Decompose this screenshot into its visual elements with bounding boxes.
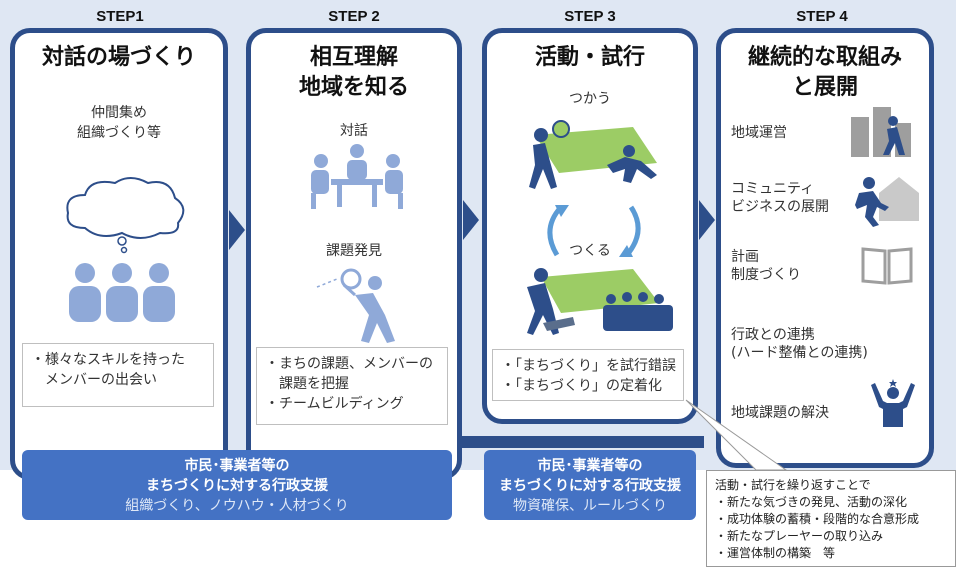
step1-note-line1: ・様々なスキルを持った — [31, 352, 185, 368]
banner2-line1: 市民･事業者等の — [537, 458, 643, 474]
step4-item3-line2: 制度づくり — [731, 267, 801, 283]
buildings-icon — [851, 107, 911, 157]
step1-note-line2: メンバーの出会い — [31, 372, 157, 388]
step4-item2-line2: ビジネスの展開 — [731, 199, 829, 215]
step4-item1: 地域運営 — [731, 125, 787, 141]
step1-sub-line1: 仲間集め — [91, 105, 147, 121]
step4-item4-line2: (ハード整備との連携) — [731, 345, 868, 361]
business-runner-icon — [855, 177, 919, 227]
step1-label: STEP1 — [96, 8, 144, 25]
banner1-line2: まちづくりに対する行政支援 — [146, 478, 328, 494]
celebrating-person-icon — [871, 379, 915, 427]
admin-support-banner-2: 市民･事業者等の まちづくりに対する行政支援 物資確保、ルールづくり — [484, 450, 696, 520]
step2-note-line2: 課題を把握 — [265, 376, 349, 392]
callout-pointer — [685, 399, 788, 471]
step3-note-line1: ・「まちづくり」を試行錯誤 — [501, 358, 676, 374]
step2-title-line1: 相互理解 — [309, 45, 398, 70]
book-icon — [861, 247, 913, 285]
step4-label: STEP 4 — [796, 8, 848, 25]
step1-note: ・様々なスキルを持った メンバーの出会い — [22, 343, 214, 407]
step3-note: ・「まちづくり」を試行錯誤 ・「まちづくり」の定着化 — [492, 349, 684, 401]
step2-title-line2: 地域を知る — [298, 75, 409, 100]
use-space-icon — [529, 120, 657, 189]
step4-item4-line1: 行政との連携 — [731, 327, 815, 343]
step1-panel: 対話の場づくり 仲間集め 組織づくり等 — [10, 28, 228, 480]
banner1-line1: 市民･事業者等の — [184, 458, 290, 474]
step4-panel: 継続的な取組み と展開 地域運営 コミュニティ ビジネスの展開 計画 制度づくり… — [716, 28, 934, 468]
step4-title-line2: と展開 — [791, 75, 858, 100]
step2-note-line1: ・まちの課題、メンバーの — [265, 356, 433, 372]
callout-line4: ・新たなプレーヤーの取り込み — [715, 529, 884, 543]
people-group-icon — [69, 263, 175, 322]
step4-title-line1: 継続的な取組み — [747, 45, 902, 70]
step4-item2-line1: コミュニティ — [731, 181, 815, 197]
arrow-chevron-3 — [699, 200, 715, 240]
step2-note: ・まちの課題、メンバーの 課題を把握 ・チームビルディング — [256, 347, 448, 425]
step3-sub-use: つかう — [569, 91, 611, 107]
step3-note-line2: ・「まちづくり」の定着化 — [501, 378, 662, 394]
step2-note-line3: ・チームビルディング — [265, 396, 404, 412]
repeat-callout: 活動・試行を繰り返すことで ・新たな気づきの発見、活動の深化 ・成功体験の蓄積・… — [706, 470, 956, 567]
callout-line3: ・成功体験の蓄積・段階的な合意形成 — [715, 512, 920, 526]
thought-cloud-icon — [66, 177, 185, 254]
meeting-table-icon — [311, 144, 403, 209]
arrow-chevron-2 — [463, 200, 479, 240]
callout-line2: ・新たな気づきの発見、活動の深化 — [715, 495, 908, 509]
connector-bar — [458, 436, 704, 448]
arrow-chevron-1 — [229, 210, 245, 250]
step2-label: STEP 2 — [328, 8, 380, 25]
step2-sub-discovery: 課題発見 — [326, 243, 382, 259]
step1-sub-line2: 組織づくり等 — [77, 125, 161, 141]
banner2-line2: まちづくりに対する行政支援 — [499, 478, 681, 494]
step3-title: 活動・試行 — [534, 45, 645, 70]
make-space-icon — [527, 268, 673, 335]
magnifier-person-icon — [316, 268, 395, 343]
admin-support-banner-1: 市民･事業者等の まちづくりに対する行政支援 組織づくり、ノウハウ・人材づくり — [22, 450, 452, 520]
step1-title: 対話の場づくり — [41, 45, 196, 70]
banner2-line3: 物資確保、ルールづくり — [513, 498, 667, 514]
step4-item5: 地域課題の解決 — [731, 405, 829, 421]
callout-line5: ・運営体制の構築 等 — [715, 546, 836, 560]
callout-line1: 活動・試行を繰り返すことで — [715, 478, 871, 492]
banner1-line3: 組織づくり、ノウハウ・人材づくり — [125, 498, 349, 514]
step4-item3-line1: 計画 — [731, 249, 759, 265]
cycle-arrows-icon — [547, 205, 641, 257]
step3-sub-make: つくる — [569, 243, 611, 259]
step3-label: STEP 3 — [564, 8, 616, 25]
step2-sub-dialogue: 対話 — [340, 123, 368, 139]
